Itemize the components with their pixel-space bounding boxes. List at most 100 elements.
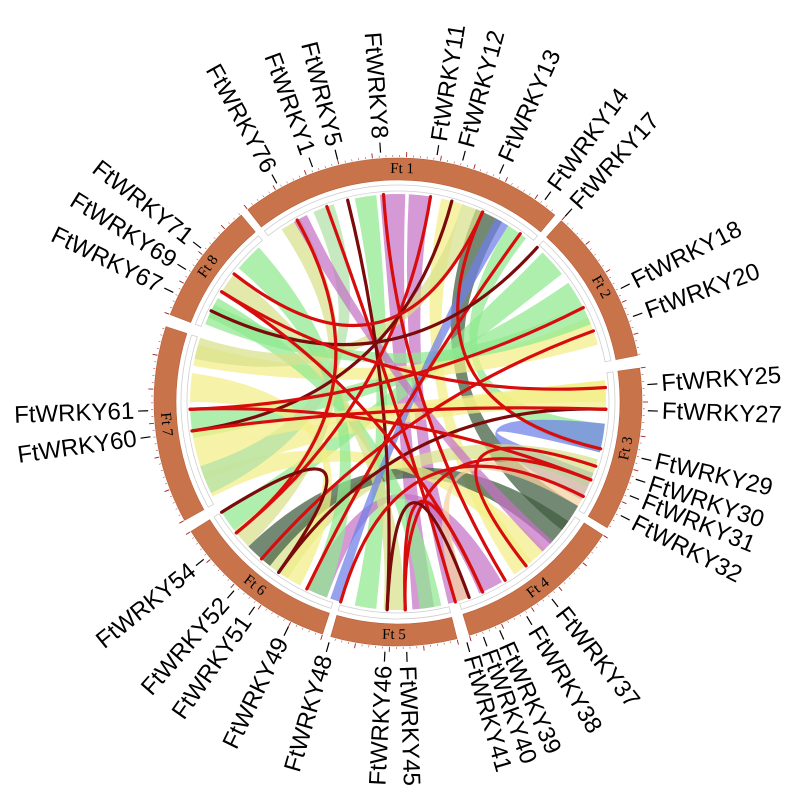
scale-tick (172, 502, 175, 504)
gene-label: FtWRKY27 (661, 398, 782, 429)
scale-tick (525, 610, 527, 613)
scale-tick (204, 247, 207, 250)
scale-tick (209, 242, 212, 245)
scale-tick (196, 258, 199, 261)
synteny-ribbon (238, 247, 351, 598)
syntenic-gene-pair-link (325, 204, 457, 604)
scale-tick (621, 501, 627, 505)
scale-tick (609, 525, 612, 528)
gene-position-marker (629, 495, 640, 500)
scale-tick (265, 608, 267, 611)
scale-tick (178, 288, 181, 290)
scale-tick (334, 638, 336, 641)
scale-tick (595, 546, 598, 549)
gene-position-marker (177, 263, 187, 271)
scale-tick (277, 615, 279, 618)
scale-tick (324, 165, 326, 169)
gene-position-marker (195, 558, 205, 567)
scale-tick (540, 201, 542, 203)
scale-tick (578, 567, 580, 570)
gene-label: FtWRKY61 (14, 398, 135, 429)
scale-tick (248, 596, 251, 599)
chromosome-inner-track (459, 516, 581, 611)
scale-tick (534, 194, 539, 200)
scale-tick (172, 300, 175, 302)
scale-tick (320, 634, 323, 640)
scale-tick (175, 294, 178, 296)
gene-position-marker (436, 145, 440, 156)
scale-tick (233, 217, 235, 220)
scale-tick (529, 193, 531, 196)
scale-tick (612, 519, 615, 522)
scale-tick (561, 215, 566, 221)
gene-position-marker (499, 630, 505, 640)
scale-tick (318, 168, 320, 171)
syntenic-gene-pair-link (456, 210, 603, 451)
synteny-ribbon (306, 493, 502, 598)
scale-tick (519, 614, 521, 617)
scale-tick (243, 592, 245, 595)
scale-tick (482, 631, 484, 634)
scale-tick (204, 553, 207, 556)
scale-tick (272, 185, 276, 191)
scale-tick (511, 182, 513, 185)
scale-tick (185, 531, 191, 535)
scale-tick (624, 307, 627, 309)
scale-tick (292, 178, 294, 181)
scale-tick (486, 171, 488, 174)
scale-tick (227, 579, 230, 582)
scale-tick (591, 551, 594, 554)
chromosome-inner-track (180, 334, 214, 508)
scale-tick (238, 213, 241, 216)
scale-tick (152, 353, 158, 356)
scale-tick (547, 595, 550, 598)
synteny-ribbon (190, 373, 332, 586)
gene-position-marker (499, 164, 505, 174)
chromosome-inner-track (578, 371, 616, 515)
scale-tick (479, 169, 482, 172)
gene-position-marker (283, 626, 289, 636)
syntenic-gene-pair-link (188, 305, 585, 411)
scale-tick (599, 540, 602, 543)
scale-tick (473, 164, 476, 170)
syntenic-gene-pair-link (220, 290, 485, 594)
chromosome-segment (330, 615, 458, 647)
scale-tick (633, 469, 639, 472)
scale-tick (331, 164, 333, 167)
scale-tick (551, 209, 553, 212)
scale-tick (169, 306, 172, 309)
scale-tick (573, 572, 576, 575)
gene-position-marker (564, 208, 573, 217)
scale-tick (206, 559, 211, 564)
scale-tick (542, 599, 545, 602)
scale-tick (629, 320, 632, 322)
gene-position-marker (544, 191, 552, 201)
syntenic-gene-pair-link (277, 407, 608, 574)
scale-tick (213, 564, 215, 567)
scale-tick (251, 203, 253, 205)
syntenic-gene-pair-link (232, 210, 485, 328)
gene-position-marker (620, 514, 630, 521)
scale-tick (587, 557, 590, 559)
scale-tick (558, 586, 563, 591)
chromosome-ring: Ft 1Ft 2Ft 3Ft 4Ft 5Ft 6Ft 7Ft 8 (153, 157, 643, 647)
scale-tick (517, 186, 519, 189)
gene-label: FtWRKY8 (359, 31, 393, 139)
synteny-ribbon (234, 218, 339, 547)
chromosome-inner-track (538, 240, 612, 363)
scale-tick (308, 630, 310, 633)
gene-position-marker (482, 636, 488, 647)
scale-tick (256, 199, 259, 201)
scale-tick (626, 314, 629, 316)
scale-tick (576, 232, 579, 235)
scale-tick (612, 282, 615, 285)
gene-position-marker (192, 241, 202, 249)
syntenic-gene-pair-link (259, 329, 596, 561)
scale-tick (513, 617, 515, 620)
scale-tick (280, 184, 282, 187)
scale-tick (598, 259, 600, 261)
scale-tick (581, 237, 583, 240)
synteny-ribbon (207, 298, 442, 609)
